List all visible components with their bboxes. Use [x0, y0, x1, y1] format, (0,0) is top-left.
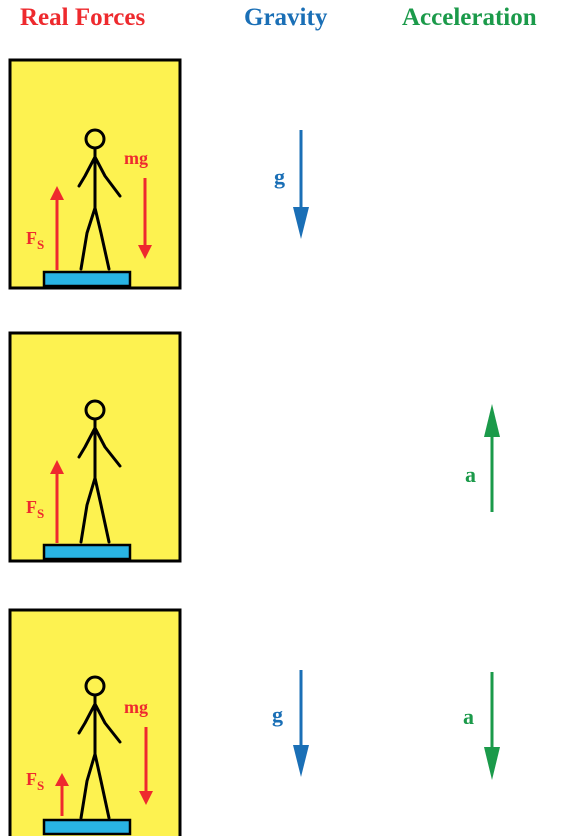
acceleration-arrowhead	[484, 404, 500, 437]
gravity-arrowhead	[293, 207, 309, 239]
elevator-panel-1: FS mg	[10, 60, 180, 288]
elevator-panel-2: FS	[10, 333, 180, 561]
gravity-vector-3: g	[272, 670, 309, 777]
elevator-panel-3: FS mg	[10, 610, 180, 836]
label-g: g	[272, 702, 283, 727]
label-a: a	[465, 462, 476, 487]
label-mg: mg	[124, 697, 148, 717]
scale-platform	[44, 820, 130, 834]
label-g: g	[274, 164, 285, 189]
gravity-vector-1: g	[274, 130, 309, 239]
scale-platform	[44, 545, 130, 559]
label-mg: mg	[124, 148, 148, 168]
scale-platform	[44, 272, 130, 286]
acceleration-vector-3: a	[463, 672, 500, 780]
acceleration-arrowhead	[484, 747, 500, 780]
label-a: a	[463, 704, 474, 729]
gravity-arrowhead	[293, 745, 309, 777]
acceleration-vector-2: a	[465, 404, 500, 512]
